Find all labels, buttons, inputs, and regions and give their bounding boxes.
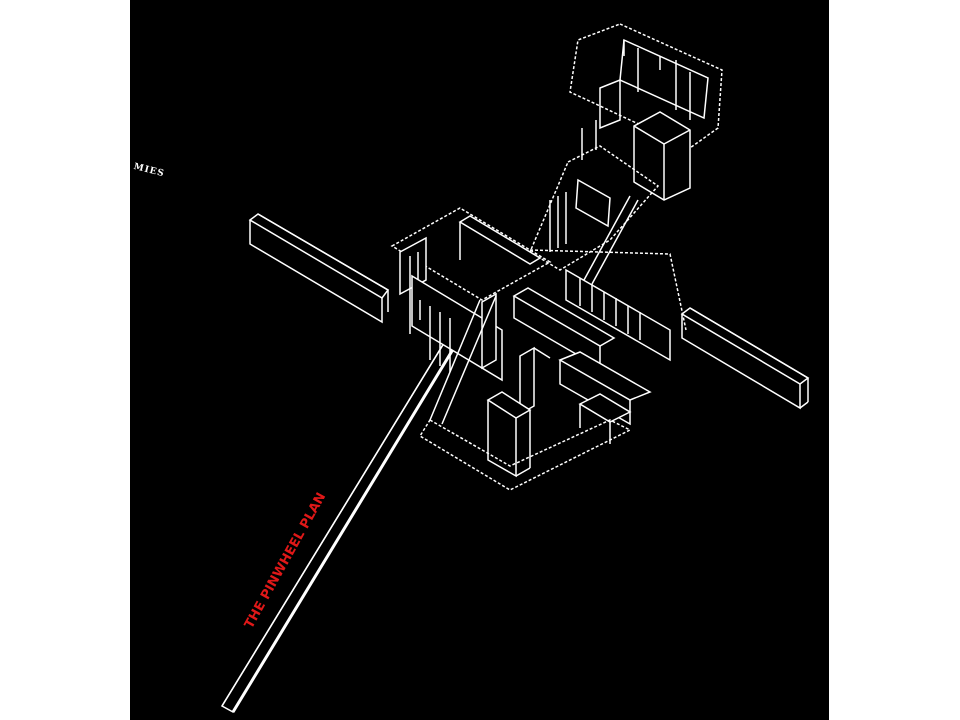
long-diagonal-wall — [220, 310, 474, 714]
axonometric-drawing — [220, 23, 810, 714]
right-wall-arm — [680, 307, 810, 410]
upper-wing — [569, 23, 723, 201]
axonometric-drawing-panel: MIES THE PINWHEEL PLAN — [130, 0, 829, 720]
left-wall-arm — [248, 213, 390, 324]
central-block — [390, 207, 687, 491]
